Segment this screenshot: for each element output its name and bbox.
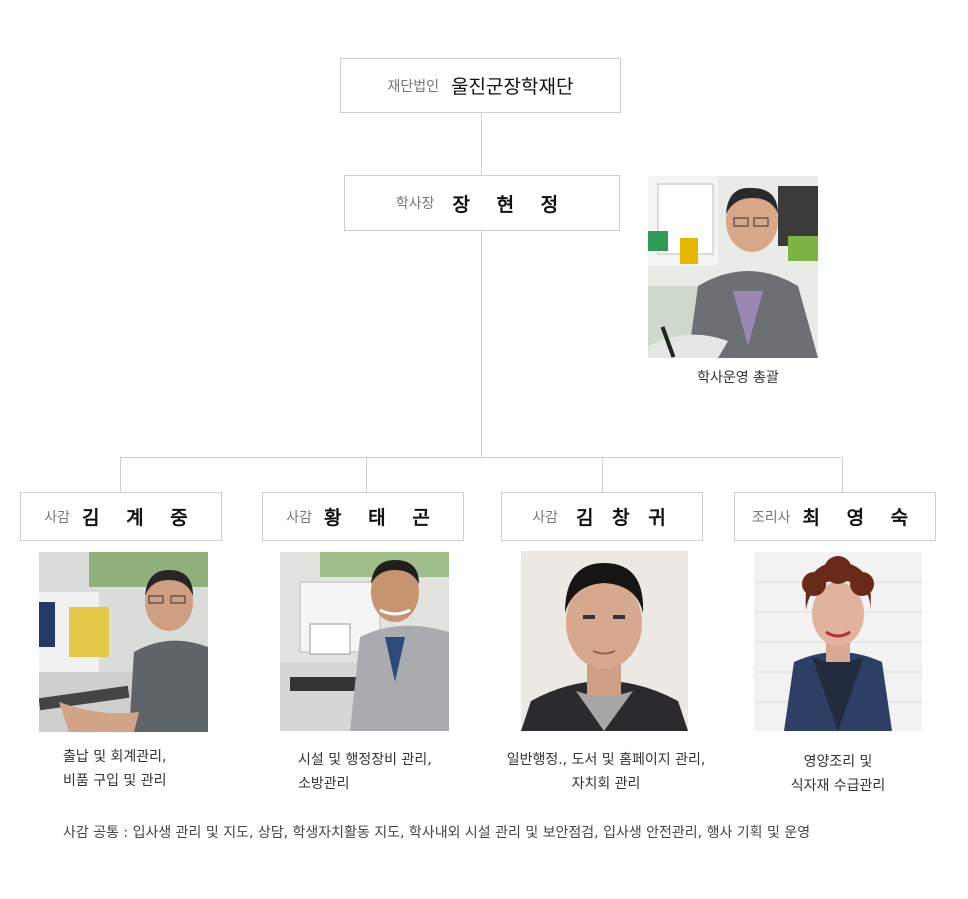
staff-name-3: 김 창 귀: [576, 507, 672, 529]
staff-duty-4: 영양조리 및 식자재 수급관리: [754, 750, 922, 798]
director-photo: [648, 176, 818, 358]
staff-duty-2-line-2: 소방관리: [298, 776, 350, 792]
staff-role-3: 사감: [532, 509, 559, 526]
staff-name-4: 최 영 숙: [802, 507, 919, 529]
staff-role-4: 조리사: [751, 509, 791, 526]
connector-staff-bar: [120, 457, 843, 458]
staff-photo-1: [39, 552, 208, 732]
staff-box-2: 사감 황 태 곤: [262, 492, 464, 541]
staff-photo-3: [521, 551, 688, 731]
director-role: 학사장: [395, 196, 435, 212]
director-duty: 학사운영 총괄: [697, 370, 779, 386]
staff-duty-1: 출납 및 회계관리, 비품 구입 및 관리: [63, 745, 233, 793]
staff-duty-2: 시설 및 행정장비 관리, 소방관리: [298, 748, 468, 796]
director-box: 학사장 장 현 정: [344, 175, 620, 231]
common-duty-note: 사감 공통 : 입사생 관리 및 지도, 상담, 학생자치활동 지도, 학사내외…: [63, 825, 811, 841]
foundation-box: 재단법인 울진군장학재단: [340, 58, 621, 113]
staff-role-1: 사감: [44, 509, 71, 526]
connector-director-staff: [481, 230, 482, 458]
staff-photo-4: [754, 552, 922, 731]
connector-staff-4: [842, 457, 843, 492]
connector-staff-1: [120, 457, 121, 492]
staff-duty-4-line-1: 영양조리 및: [803, 754, 873, 770]
connector-foundation-director: [481, 112, 482, 175]
staff-name-1: 김 계 중: [82, 507, 198, 529]
staff-box-4: 조리사 최 영 숙: [734, 492, 936, 541]
staff-photo-2: [280, 552, 449, 731]
staff-duty-1-line-2: 비품 구입 및 관리: [63, 773, 167, 789]
staff-name-2: 황 태 곤: [324, 507, 440, 529]
foundation-role: 재단법인: [387, 78, 440, 95]
staff-duty-3-line-2: 자치회 관리: [571, 776, 641, 792]
staff-box-1: 사감 김 계 중: [20, 492, 222, 541]
director-name: 장 현 정: [452, 193, 569, 216]
connector-staff-3: [602, 457, 603, 492]
staff-duty-2-line-1: 시설 및 행정장비 관리,: [298, 752, 432, 768]
staff-duty-4-line-2: 식자재 수급관리: [790, 778, 886, 794]
staff-role-2: 사감: [286, 509, 313, 526]
staff-duty-1-line-1: 출납 및 회계관리,: [63, 749, 167, 765]
staff-duty-3: 일반행정., 도서 및 홈페이지 관리, 자치회 관리: [497, 748, 715, 796]
foundation-name: 울진군장학재단: [451, 76, 574, 98]
staff-box-3: 사감 김 창 귀: [501, 492, 703, 541]
connector-staff-2: [366, 457, 367, 492]
staff-duty-3-line-1: 일반행정., 도서 및 홈페이지 관리,: [506, 752, 706, 768]
